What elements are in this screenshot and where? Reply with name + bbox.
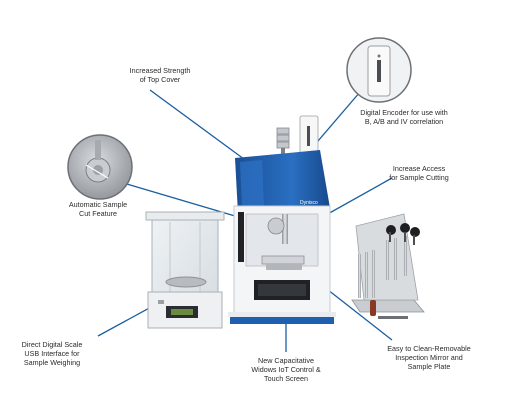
callout-inspection-mirror: Easy to Clean-Removable Inspection Mirro… — [387, 344, 471, 371]
leader-lines — [97, 89, 393, 352]
brand-label: Dynisco — [300, 200, 318, 206]
callout-increase-access: Increase Access for Sample Cutting — [389, 164, 449, 182]
model-label: LMI — [219, 175, 232, 191]
leader-top-cover — [149, 89, 249, 163]
callout-digital-scale: Direct Digital Scale USB Interface for S… — [21, 340, 83, 367]
digital-scale — [145, 211, 225, 329]
zoom-circle-encoder — [346, 37, 412, 103]
zoom-circle-cutter — [67, 134, 133, 200]
die-cleaning-stand — [351, 213, 425, 319]
callout-cut-feature: Automatic Sample Cut Feature — [68, 200, 128, 218]
callout-digital-encoder: Digital Encoder for use with B, A/B and … — [360, 108, 448, 126]
melt-flow-indexer: LMI Dynisco — [219, 115, 336, 324]
callout-top-cover: Increased Strength of Top Cover — [129, 66, 191, 84]
callout-touch-screen: New Capacitative Widows IoT Control & To… — [251, 356, 321, 383]
leader-encoder — [311, 91, 361, 149]
